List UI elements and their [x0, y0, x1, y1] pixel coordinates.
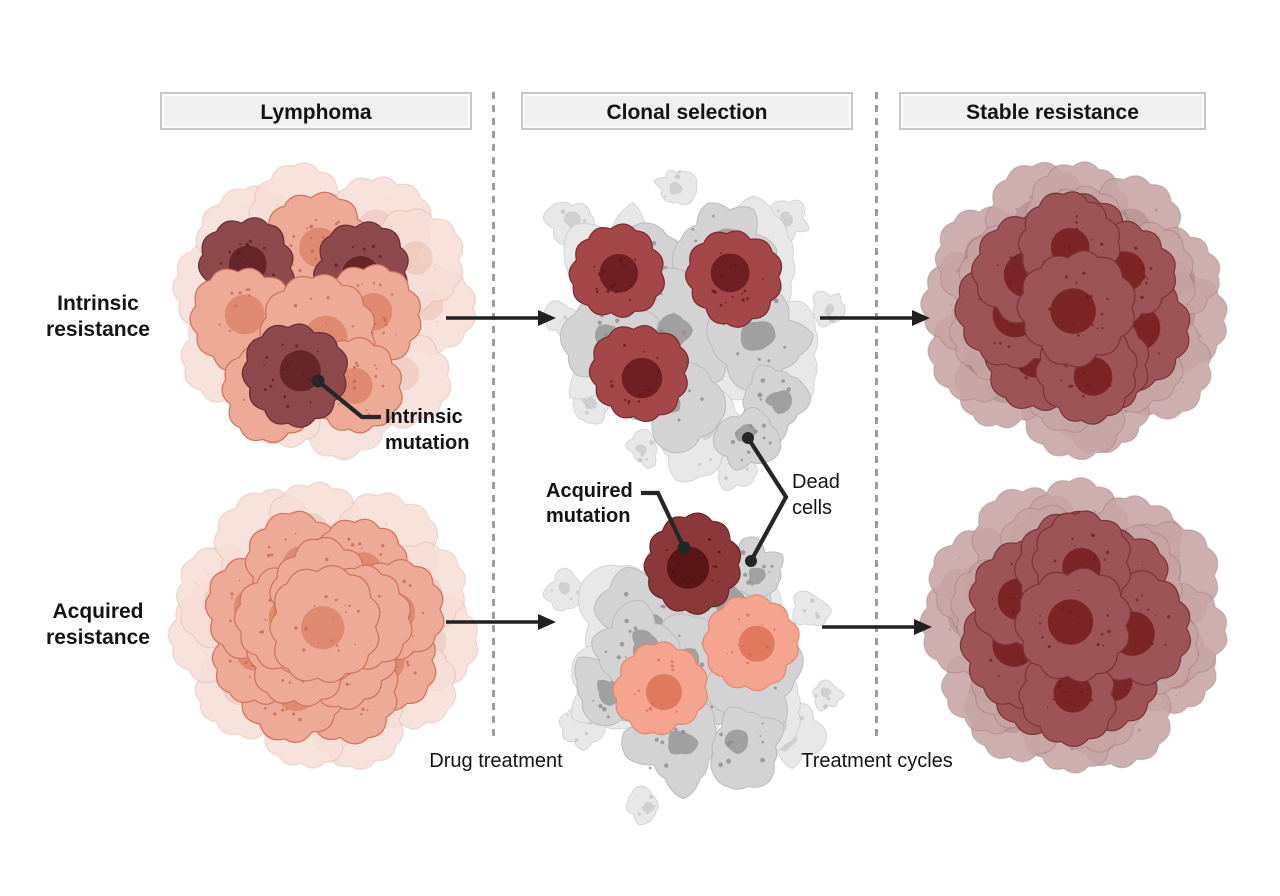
- divider-treatment-cycles: [875, 92, 878, 742]
- row-label-acquired-resistance: Acquired resistance: [46, 600, 150, 649]
- acquired-clonal-selection-illustration: [542, 512, 846, 826]
- acquired-mutation-label: Acquired mutation: [546, 480, 633, 527]
- treatment-cycles-label: Treatment cycles: [801, 750, 953, 772]
- column-header-stable-resistance: Stable resistance: [899, 92, 1206, 130]
- column-header-lymphoma: Lymphoma: [160, 92, 472, 130]
- column-header-clonal-selection: Clonal selection: [521, 92, 853, 130]
- intrinsic-clonal-selection-illustration: [542, 169, 846, 492]
- intrinsic-stable-resistance-illustration: [920, 161, 1228, 461]
- row-label-intrinsic-resistance: Intrinsic resistance: [46, 292, 150, 341]
- dead-cells-label: Dead cells: [792, 471, 840, 519]
- acquired-lymphoma-illustration: [167, 481, 479, 770]
- intrinsic-mutation-label: Intrinsic mutation: [385, 406, 470, 454]
- divider-drug-treatment: [492, 92, 495, 742]
- acquired-stable-resistance-illustration: [919, 477, 1228, 774]
- drug-treatment-label: Drug treatment: [429, 750, 563, 772]
